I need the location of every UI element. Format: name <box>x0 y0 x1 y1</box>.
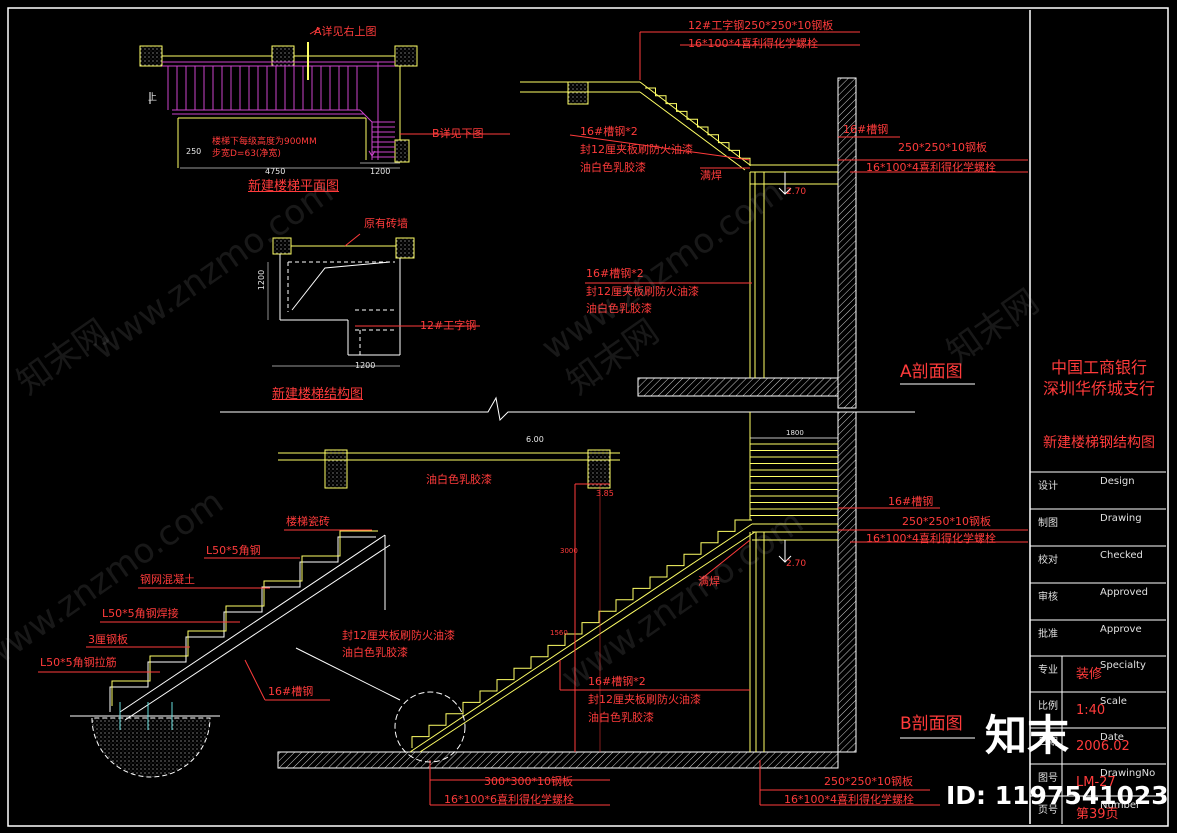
titleblock-label-cn: 制图 <box>1038 518 1058 529</box>
image-id: ID: 1197541023 <box>946 781 1169 810</box>
section-b-elev-top: 6.00 <box>526 435 544 444</box>
struct-dim-h: 1200 <box>257 269 267 291</box>
company-line-1: 中国工商银行 <box>1050 358 1147 377</box>
company-name: 中国工商银行 深圳华侨城支行 <box>1032 358 1166 400</box>
section-a-top-beam: 12#工字钢250*250*10钢板 <box>688 19 834 32</box>
detail-angle: L50*5角钢 <box>206 544 261 557</box>
detail-tile: 楼梯瓷砖 <box>286 515 330 528</box>
section-a-channel2b: 16#槽钢*2 <box>586 267 644 280</box>
section-b-elev: 2.70 <box>786 559 807 569</box>
titleblock-label-en: Approve <box>1100 624 1142 635</box>
brand-logo: 知末 <box>985 711 1070 760</box>
section-a-top-bolt: 16*100*4喜利得化学螺栓 <box>688 37 818 50</box>
section-b-base-plate2: 250*250*10钢板 <box>824 775 913 788</box>
titleblock-label-cn: 设计 <box>1038 481 1058 492</box>
struct-dim-w: 1200 <box>355 361 376 370</box>
titleblock-value: LM-27 <box>1076 775 1116 790</box>
struct-title: 新建楼梯结构图 <box>272 387 364 402</box>
titleblock-value: 装修 <box>1076 667 1103 682</box>
section-b-dim-s: 1560 <box>550 629 568 637</box>
plan-dim-total: 4750 <box>265 167 286 176</box>
detail-paint: 油白色乳胶漆 <box>342 646 408 659</box>
titleblock-label-cn: 页号 <box>1038 805 1058 816</box>
break-line <box>220 396 915 422</box>
plan-dim-left: 250 <box>186 147 202 156</box>
titleblock-label-cn: 专业 <box>1038 665 1058 676</box>
section-b-plate: 250*250*10钢板 <box>902 515 991 528</box>
detail-channel: 16#槽钢 <box>268 685 314 698</box>
section-a-board: 封12厘夹板刷防火油漆 <box>580 143 693 156</box>
detail-board: 封12厘夹板刷防火油漆 <box>342 629 455 642</box>
section-b <box>277 411 1028 806</box>
titleblock-value: 1:40 <box>1076 703 1106 718</box>
section-a-paint: 油白色乳胶漆 <box>580 161 646 174</box>
titleblock-label-en: Date <box>1100 732 1124 743</box>
section-a <box>520 31 1028 409</box>
section-b-elev-mid: 3.85 <box>596 489 614 498</box>
section-a-channel2: 16#槽钢*2 <box>580 125 638 138</box>
section-b-base-bolt: 16*100*6喜利得化学螺栓 <box>444 793 574 806</box>
section-a-elev: 2.70 <box>786 187 807 197</box>
detail-angle-weld: L50*5角钢焊接 <box>102 607 179 620</box>
titleblock-label-cn: 校对 <box>1038 555 1058 566</box>
titleblock-label-en: Checked <box>1100 550 1143 561</box>
section-b-dim-top: 1800 <box>786 429 804 437</box>
section-b-weld: 满焊 <box>698 575 720 588</box>
section-b-bolt: 16*100*4喜利得化学螺栓 <box>866 532 996 545</box>
company-line-2: 深圳华侨城支行 <box>1042 378 1155 398</box>
plan-callout-a: A详见右上图 <box>314 25 377 38</box>
structure-view <box>267 233 480 367</box>
titleblock-label-cn: 图号 <box>1038 773 1058 784</box>
titleblock-label-cn: 比例 <box>1038 701 1058 712</box>
section-a-channel: 16#槽钢 <box>843 123 889 136</box>
titleblock-label-en: Number <box>1100 800 1141 811</box>
plan-dim-side: 1200 <box>370 167 391 176</box>
section-a-plate: 250*250*10钢板 <box>898 141 987 154</box>
section-a-bolt: 16*100*4喜利得化学螺栓 <box>866 161 996 174</box>
plan-note-width: 步宽D=63(净宽) <box>212 149 281 159</box>
plan-title: 新建楼梯平面图 <box>248 179 340 194</box>
titleblock-value: 第39页 <box>1076 807 1119 822</box>
titleblock-label-en: Approved <box>1100 587 1148 598</box>
titleblock-value: 2006.02 <box>1076 739 1130 754</box>
detail-view <box>38 529 391 778</box>
section-b-title: B剖面图 <box>900 714 963 734</box>
section-b-channel2: 16#槽钢*2 <box>588 675 646 688</box>
detail-angle-tie: L50*5角钢拉筋 <box>40 656 117 669</box>
section-a-board2: 封12厘夹板刷防火油漆 <box>586 285 699 298</box>
section-a-weld: 满焊 <box>700 169 722 182</box>
plan-note-height: 楼梯下每级高度为900MM <box>212 137 317 147</box>
titleblock-label-cn: 日期 <box>1038 737 1058 748</box>
section-b-board: 封12厘夹板刷防火油漆 <box>588 693 701 706</box>
struct-beam: 12#工字钢 <box>420 319 477 332</box>
drawing-title: 新建楼梯钢结构图 <box>1043 435 1155 451</box>
titleblock-label-en: Specialty <box>1100 660 1146 671</box>
titleblock-label-en: Scale <box>1100 696 1127 707</box>
titleblock-label-cn: 审核 <box>1038 592 1058 603</box>
section-a-title: A剖面图 <box>900 362 963 382</box>
plan-view <box>139 27 510 169</box>
titleblock-label-en: Design <box>1100 476 1135 487</box>
section-a-paint2: 油白色乳胶漆 <box>586 302 652 315</box>
detail-plate3: 3厘钢板 <box>88 633 128 646</box>
section-b-channel: 16#槽钢 <box>888 495 934 508</box>
section-b-dim-v: 3000 <box>560 547 578 555</box>
section-b-base-plate: 300*300*10钢板 <box>484 775 573 788</box>
plan-dim-up: 上 <box>148 93 158 103</box>
section-b-paint-top: 油白色乳胶漆 <box>426 473 492 486</box>
titleblock-label-cn: 批准 <box>1038 629 1058 640</box>
drawing-frame <box>7 7 1169 827</box>
detail-concrete: 钢网混凝土 <box>140 573 195 586</box>
plan-callout-b: B详见下图 <box>432 127 484 140</box>
titleblock-label-en: Drawing <box>1100 513 1142 524</box>
titleblock-label-en: DrawingNo <box>1100 768 1156 779</box>
struct-existing-wall: 原有砖墙 <box>364 217 408 230</box>
section-b-paint: 油白色乳胶漆 <box>588 711 654 724</box>
section-b-base-bolt2: 16*100*4喜利得化学螺栓 <box>784 793 914 806</box>
titleblock-lines <box>1030 471 1166 824</box>
